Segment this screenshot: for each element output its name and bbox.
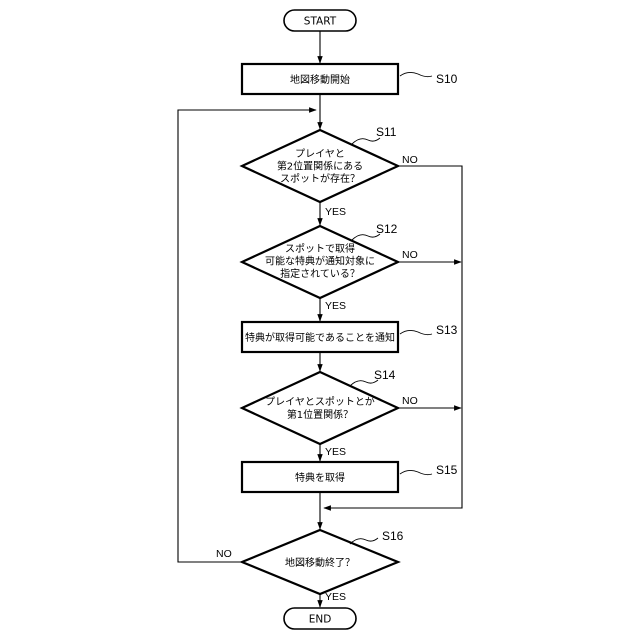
s15-leader <box>400 470 432 474</box>
s12-yes-label: YES <box>325 300 346 312</box>
s10-leader <box>400 72 432 76</box>
end-label: END <box>309 614 332 626</box>
s10-text: 地図移動開始 <box>290 73 350 86</box>
s14-no-label: NO <box>402 395 418 407</box>
step-s15-process: 特典を取得 <box>242 462 398 492</box>
s15-step-number: S15 <box>436 463 458 477</box>
s10-step-number: S10 <box>436 72 458 86</box>
s16-line1: 地図移動終了？ <box>285 556 355 569</box>
s14-yes-label: YES <box>325 446 346 458</box>
s13-text: 特典が取得可能であることを通知 <box>245 331 395 344</box>
start-terminal: START <box>284 10 356 31</box>
step-s16-decision: 地図移動終了？ <box>242 530 398 594</box>
s11-yes-label: YES <box>325 206 346 218</box>
s12-line1: スポットで取得 <box>285 243 355 255</box>
end-terminal: END <box>284 608 356 629</box>
start-label: START <box>304 16 337 28</box>
s12-line2: 可能な特典が通知対象に <box>265 255 375 268</box>
s12-step-number: S12 <box>376 222 398 236</box>
s16-yes-label: YES <box>325 591 346 603</box>
s13-step-number: S13 <box>436 323 458 337</box>
s11-line3: スポットが存在？ <box>280 172 360 185</box>
s11-step-number: S11 <box>376 125 397 139</box>
s12-no-label: NO <box>402 249 418 261</box>
s16-step-number: S16 <box>382 529 404 543</box>
s14-step-number: S14 <box>374 368 396 382</box>
s13-leader <box>400 330 432 334</box>
step-s14-decision: プレイヤとスポットとが 第1位置関係？ <box>242 372 398 444</box>
s11-line1: プレイヤと <box>295 148 345 160</box>
s16-no-label: NO <box>216 548 232 560</box>
step-s10-process: 地図移動開始 <box>242 64 398 94</box>
s14-line2: 第1位置関係？ <box>287 408 353 421</box>
s12-line3: 指定されている？ <box>280 267 360 280</box>
s15-text: 特典を取得 <box>295 471 345 484</box>
s11-no-label: NO <box>402 154 418 166</box>
s11-line2: 第2位置関係にある <box>277 160 363 173</box>
step-s13-process: 特典が取得可能であることを通知 <box>242 322 398 352</box>
s14-line1: プレイヤとスポットとが <box>265 395 375 408</box>
